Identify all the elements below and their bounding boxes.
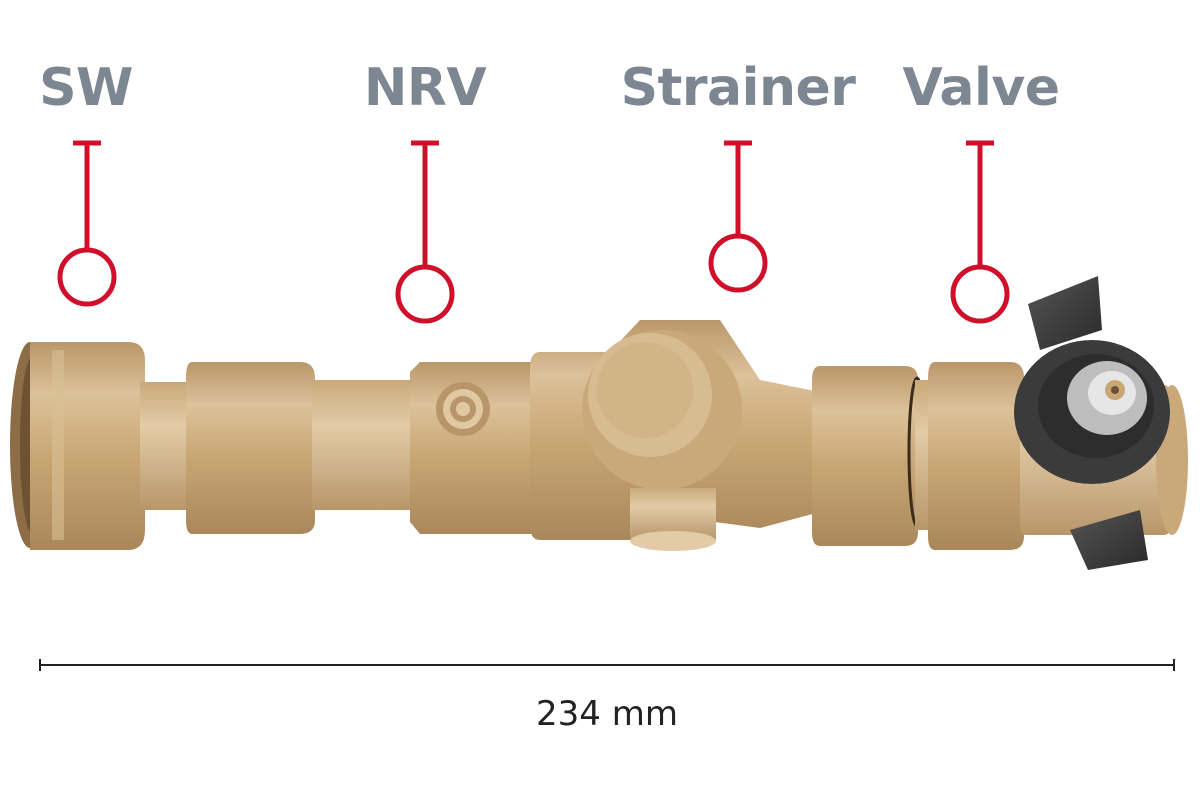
dimension-line [39, 659, 1175, 671]
marker-valve [950, 140, 1010, 324]
union-nut-2 [186, 362, 315, 534]
dimension-label: 234 mm [536, 694, 678, 734]
fitting-assembly [10, 276, 1188, 570]
butterfly-handle [1014, 276, 1170, 570]
marker-nrv [395, 140, 455, 324]
label-sw: SW [39, 58, 133, 118]
label-valve: Valve [902, 58, 1060, 118]
marker-sw [57, 140, 117, 307]
nrv-body [410, 360, 567, 536]
label-strainer: Strainer [620, 58, 856, 118]
strainer-body [530, 320, 820, 551]
sw-nut [10, 342, 145, 550]
pipe-section-2 [312, 380, 410, 510]
marker-strainer [708, 140, 768, 293]
label-nrv: NRV [363, 58, 487, 118]
union-nut-3 [812, 366, 918, 546]
